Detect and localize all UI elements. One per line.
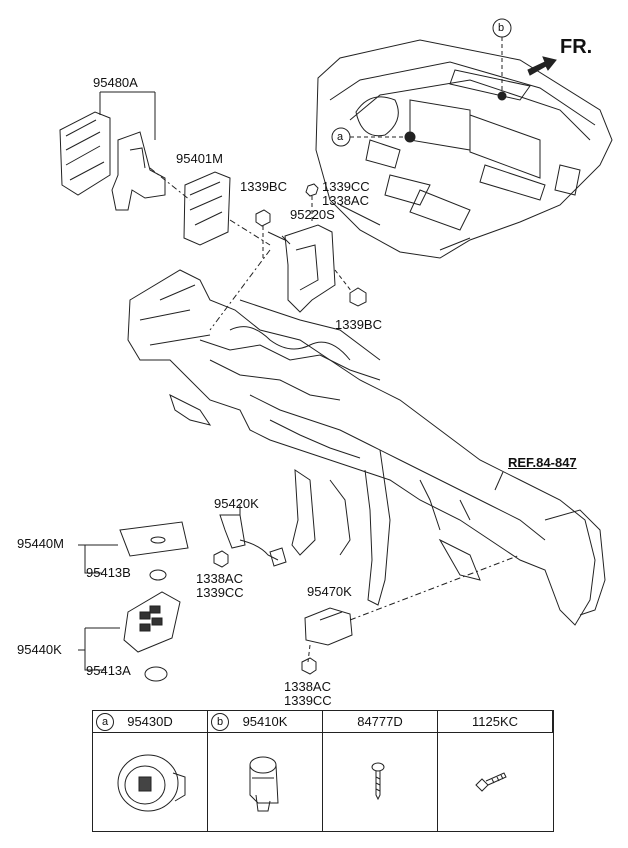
table-header-95410K: b 95410K (208, 711, 323, 733)
start-button-icon (117, 754, 186, 812)
switch-icon (249, 756, 279, 812)
part-label-95440K: 95440K (17, 642, 62, 657)
module-95470K (304, 607, 353, 646)
reference-label: REF.84-847 (508, 455, 577, 470)
bracket-95220S (284, 224, 336, 313)
callout-a-tag: a (96, 713, 114, 731)
key-fob-95440M (119, 521, 189, 557)
smart-key-module-95480A (59, 111, 166, 211)
part-label-1338AC-top: 1338AC (322, 193, 369, 208)
table-header-84777D: 84777D (323, 711, 438, 733)
screw-icon (371, 762, 385, 801)
part-label-1339BC-top: 1339BC (240, 179, 287, 194)
table-cell-switch (208, 733, 323, 831)
table-header-code: 95430D (127, 714, 173, 729)
part-label-95420K: 95420K (214, 496, 259, 511)
part-label-95480A: 95480A (93, 75, 138, 90)
cowl-cross-member (127, 269, 606, 626)
front-arrow-icon (527, 56, 557, 76)
part-label-1339CC-top: 1339CC (322, 179, 370, 194)
table-cell-start-button (93, 733, 208, 831)
front-label: FR. (560, 36, 593, 58)
part-label-1339CC-bottom: 1339CC (284, 693, 332, 708)
battery-95413B (149, 569, 167, 581)
part-label-95470K: 95470K (307, 584, 352, 599)
table-header-code: 1125KC (471, 714, 518, 729)
part-label-95413B: 95413B (86, 565, 131, 580)
parts-table: a 95430D b 95410K 84777D 1125KC (92, 710, 554, 832)
table-header-code: 95410K (242, 714, 288, 729)
part-label-1339BC-bottom: 1339BC (335, 317, 382, 332)
part-label-1338AC-bottom: 1338AC (284, 679, 331, 694)
bracket-95420K (219, 514, 287, 567)
table-cell-screw (323, 733, 438, 831)
smart-key-95440K (123, 591, 181, 653)
table-header-95430D: a 95430D (93, 711, 208, 733)
part-label-1339CC-mid: 1339CC (196, 585, 244, 600)
table-cell-bolt (438, 733, 553, 831)
nut-1339BC-top (255, 209, 271, 227)
table-header-1125KC: 1125KC (438, 711, 553, 733)
part-label-95413A: 95413A (86, 663, 131, 678)
callout-b-tag: b (211, 713, 229, 731)
callout-b-label: b (498, 22, 505, 34)
battery-95413A (144, 666, 168, 682)
dashboard-illustration (315, 39, 613, 259)
part-label-95440M: 95440M (17, 536, 64, 551)
callout-a-label: a (337, 131, 344, 143)
table-header-code: 84777D (357, 714, 403, 729)
bolt-icon (475, 772, 507, 792)
module-95401M (183, 171, 231, 246)
part-label-95220S: 95220S (290, 207, 335, 222)
part-label-95401M: 95401M (176, 151, 223, 166)
part-label-1338AC-mid: 1338AC (196, 571, 243, 586)
